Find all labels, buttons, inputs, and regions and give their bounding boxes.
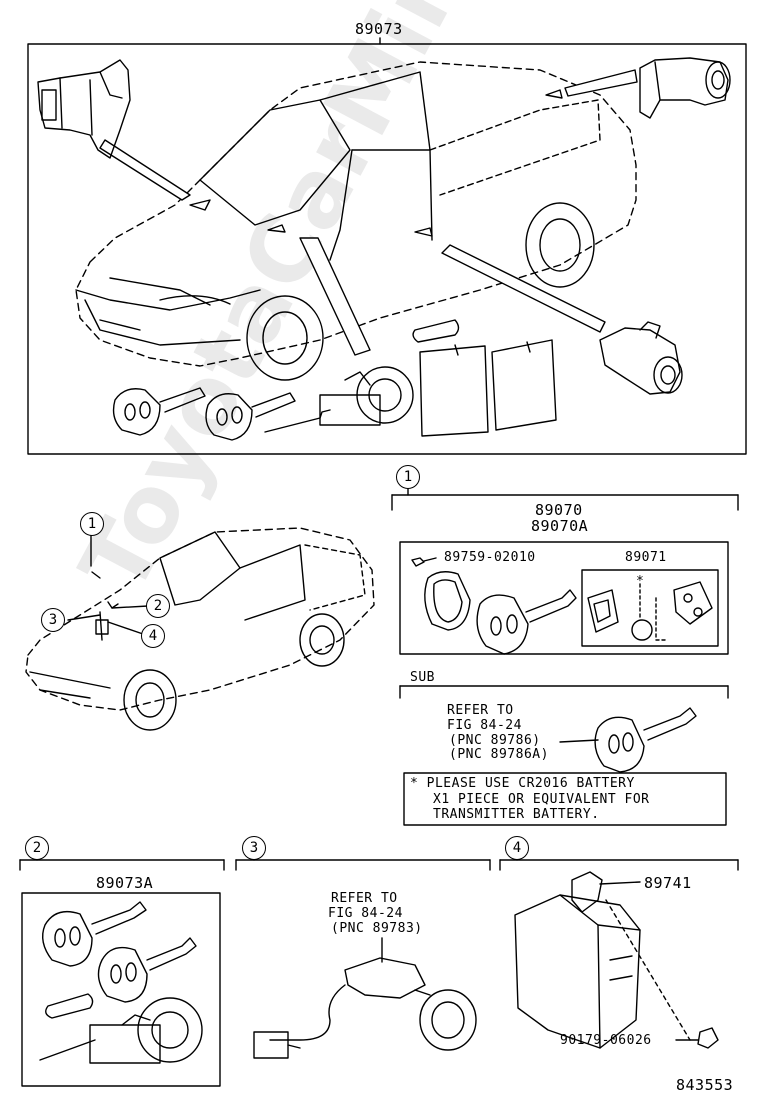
section1-line2: 89070A (531, 517, 589, 535)
callout-1: 1 (80, 512, 104, 536)
sub-label: SUB (410, 670, 435, 685)
section3-frame (235, 857, 491, 871)
section3-refer-2: FIG 84-24 (328, 906, 403, 921)
note-line-3: TRANSMITTER BATTERY. (433, 807, 600, 822)
section2-parts (39, 901, 203, 1064)
sub-frame (399, 685, 729, 699)
keys-top (112, 387, 296, 441)
section1-parts (411, 557, 713, 655)
key-plates-top (412, 319, 557, 437)
section3-marker: 3 (242, 836, 266, 860)
section3-refer-1: REFER TO (331, 891, 398, 906)
section4-parts (514, 871, 719, 1049)
section1-line1: 89070 (535, 501, 583, 519)
section4-frame (499, 857, 739, 871)
section2-part-number: 89073A (96, 874, 154, 892)
battery-asterisk: * (636, 574, 645, 589)
section4-part-number: 89741 (644, 874, 692, 892)
hood-lock-assembly (37, 59, 131, 159)
note-line-2: X1 PIECE OR EQUIVALENT FOR (433, 792, 650, 807)
door-lock-cylinder (599, 321, 683, 395)
ignition-cylinder-top (264, 366, 414, 433)
note-line-1: * PLEASE USE CR2016 BATTERY (410, 776, 635, 791)
sub-refer-4: (PNC 89786A) (449, 747, 549, 762)
section4-marker: 4 (505, 836, 529, 860)
section3-refer-3: (PNC 89783) (331, 921, 423, 936)
sedan-main (75, 61, 637, 381)
diagram-id: 843553 (676, 1076, 734, 1094)
section1-frame (391, 477, 739, 655)
top-part-number: 89073 (355, 20, 403, 38)
arrows-top (99, 69, 638, 356)
top-frame (27, 37, 747, 455)
callout-4: 4 (141, 624, 165, 648)
note-box (403, 772, 727, 826)
sub-refer-1: REFER TO (447, 703, 514, 718)
section3-parts (253, 937, 477, 1059)
sub-refer-2: FIG 84-24 (447, 718, 522, 733)
callout-2: 2 (146, 594, 170, 618)
screw-part-number: 89759-02010 (444, 550, 536, 565)
section1-marker: 1 (396, 465, 420, 489)
sub-refer-3: (PNC 89786) (449, 733, 541, 748)
callout-3: 3 (41, 608, 65, 632)
transmitter-part-number: 89071 (625, 550, 667, 565)
section2-marker: 2 (25, 836, 49, 860)
trunk-lock-cylinder (639, 57, 731, 119)
sub-key (559, 707, 697, 773)
clip-part-number: 90179-06026 (560, 1033, 652, 1048)
sedan-small (25, 527, 375, 731)
callout-leaders (67, 535, 149, 635)
